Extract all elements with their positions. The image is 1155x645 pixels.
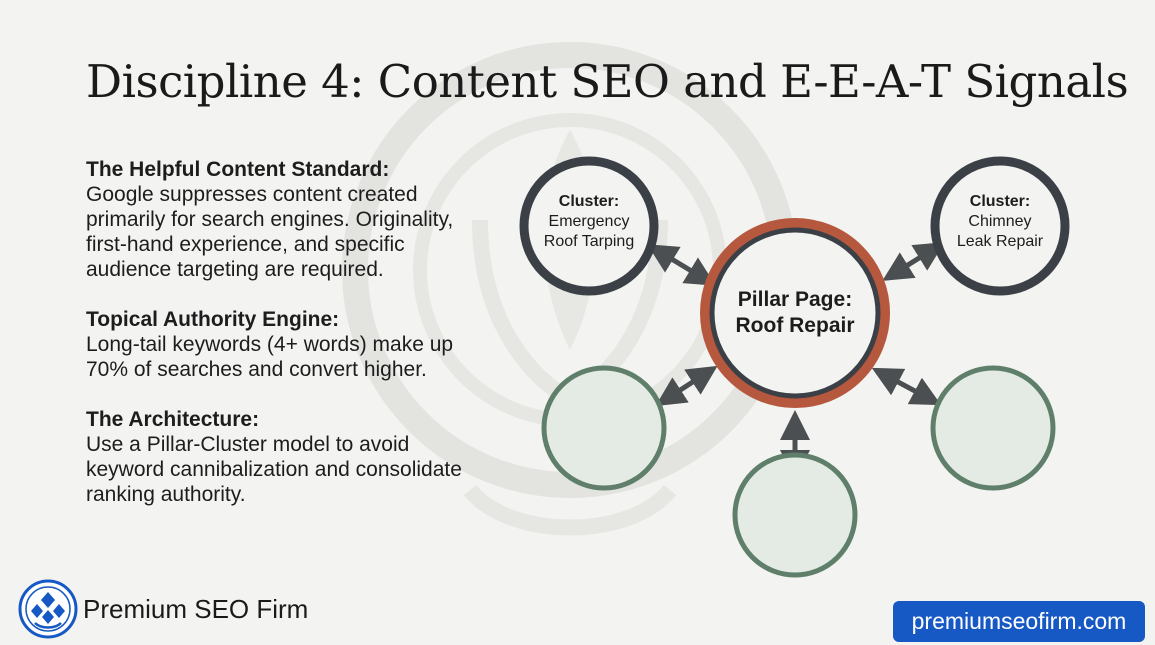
cluster-label-emergency: Cluster: Emergency Roof Tarping <box>544 192 634 252</box>
cluster-node-emergency <box>519 156 659 296</box>
section-architecture: The Architecture: Use a Pillar-Cluster m… <box>86 407 476 507</box>
section-helpful-content: The Helpful Content Standard: Google sup… <box>86 157 476 282</box>
empty-cluster-node-left <box>541 365 667 491</box>
arrow-to-cluster-right <box>871 367 942 406</box>
content-column: The Helpful Content Standard: Google sup… <box>86 157 476 532</box>
page-title: Discipline 4: Content SEO and E-E-A-T Si… <box>86 55 1129 108</box>
brand: Premium SEO Firm <box>17 578 308 640</box>
empty-cluster-node-right <box>930 365 1056 491</box>
pillar-node <box>700 218 890 408</box>
section-body: Long-tail keywords (4+ words) make up 70… <box>86 333 454 381</box>
section-heading: The Architecture: <box>86 408 260 431</box>
pillar-label-line2: Roof Repair <box>735 314 855 337</box>
section-heading: The Helpful Content Standard: <box>86 158 390 181</box>
pillar-node-inner-ring <box>709 227 881 399</box>
cluster-line2: Roof Tarping <box>543 233 635 250</box>
section-body: Google suppresses content created primar… <box>86 183 454 281</box>
cluster-heading: Cluster: <box>969 193 1031 210</box>
brand-logo-icon <box>18 579 78 639</box>
diagram-canvas <box>519 156 1070 578</box>
arrow-to-cluster-emergency <box>647 244 716 286</box>
cluster-node-chimney <box>930 156 1070 296</box>
cluster-line1: Chimney <box>968 213 1032 230</box>
section-heading: Topical Authority Engine: <box>86 308 340 331</box>
cluster-heading: Cluster: <box>558 193 620 210</box>
brand-name: Premium SEO Firm <box>83 593 309 624</box>
arrow-to-cluster-chimney <box>882 242 945 281</box>
website-url-badge[interactable]: premiumseofirm.com <box>893 601 1145 642</box>
pillar-label: Pillar Page: Roof Repair <box>735 287 854 339</box>
section-topical-authority: Topical Authority Engine: Long-tail keyw… <box>86 307 476 382</box>
pillar-cluster-diagram: Pillar Page: Roof Repair Cluster: Emerge… <box>500 140 1100 580</box>
empty-cluster-node-bottom <box>732 452 858 578</box>
cluster-line2: Leak Repair <box>956 233 1044 250</box>
section-body: Use a Pillar-Cluster model to avoid keyw… <box>86 433 462 506</box>
cluster-label-chimney: Cluster: Chimney Leak Repair <box>957 192 1043 252</box>
arrow-to-cluster-left <box>655 365 718 407</box>
pillar-label-line1: Pillar Page: <box>737 288 853 311</box>
cluster-line1: Emergency <box>548 213 630 230</box>
